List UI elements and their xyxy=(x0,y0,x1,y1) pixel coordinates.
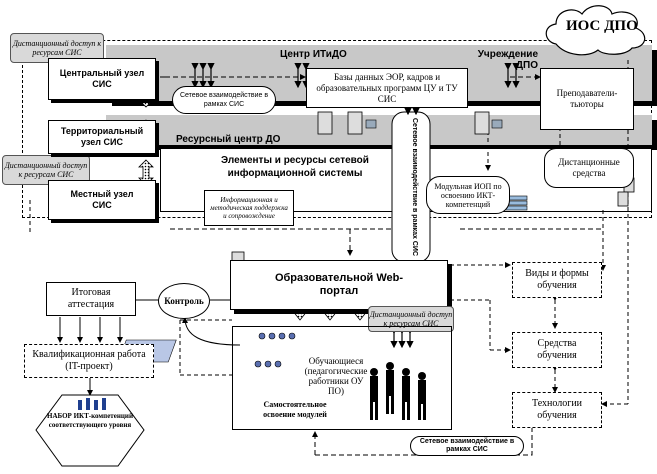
learners-frame xyxy=(232,326,452,430)
info-support-box: Информационная и методическая поддержка … xyxy=(204,190,294,226)
control-circle: Контроль xyxy=(158,283,210,319)
network-interaction-vertical: Сетевое взаимодействие в рамках СИС xyxy=(411,117,418,257)
territorial-node-box: Территориальный узел СИС xyxy=(48,120,156,154)
remote-access-callout-portal: Дистанционный доступ к ресурсам СИС xyxy=(368,306,454,332)
elements-title: Элементы и ресурсы сетевой информационно… xyxy=(221,155,369,179)
ict-set-label: НАБОР ИКТ-компетенций соответствующего у… xyxy=(47,412,133,429)
databases-box: Базы данных ЭОР, кадров и образовательны… xyxy=(306,68,468,108)
central-node-box: Центральный узел СИС xyxy=(48,58,156,100)
resource-center-label: Ресурсный центр ДО xyxy=(176,134,281,145)
learners-label: Обучающиеся (педагогические работники ОУ… xyxy=(304,356,368,396)
means-box: Средства обучения xyxy=(512,332,602,368)
tutors-box: Преподаватели-тьюторы xyxy=(540,68,634,130)
modular-iop-box: Модульная ИОП по освоению ИКТ-компетенци… xyxy=(426,176,510,214)
institution-dpo-label: Учреждение ДПО xyxy=(477,49,538,71)
portal-box: Образовательной Web-портал xyxy=(230,260,448,310)
ios-cloud-shape xyxy=(545,5,646,56)
network-interaction-top: Сетевое взаимодействие в рамках СИС xyxy=(172,86,276,114)
ict-set-hexagon xyxy=(35,394,145,467)
technologies-box: Технологии обучения xyxy=(512,392,602,428)
ios-dpo-label: ИОС ДПО xyxy=(566,18,638,34)
network-interaction-bottom: Сетевое взаимодействие в рамках СИС xyxy=(410,436,524,456)
qualification-work-box: Квалификационная работа (IT-проект) xyxy=(24,344,154,378)
forms-box: Виды и формы обучения xyxy=(512,262,602,298)
center-itido-label: Центр ИТиДО xyxy=(280,49,347,60)
self-study-label: Самостоятельное освоение модулей xyxy=(263,400,327,419)
final-attestation-box: Итоговая аттестация xyxy=(46,282,136,316)
local-node-box: Местный узел СИС xyxy=(48,180,156,220)
distance-means-box: Дистанционные средства xyxy=(544,148,634,188)
